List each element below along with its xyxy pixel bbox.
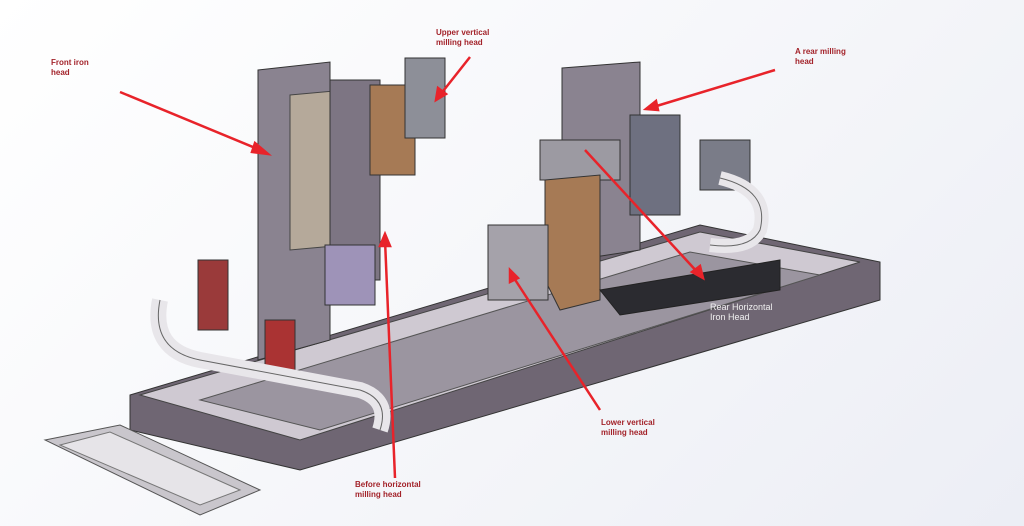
label-upper-vertical-milling-head: Upper vertical milling head xyxy=(436,28,490,47)
label-rear-horizontal-iron-head: Rear Horizontal Iron Head xyxy=(710,302,773,322)
callout-arrows xyxy=(119,56,776,479)
label-front-iron-head: Front iron head xyxy=(51,58,89,77)
label-lower-vertical-milling-head: Lower vertical milling head xyxy=(601,418,655,437)
label-rear-milling-head: A rear milling head xyxy=(795,47,846,66)
label-before-horizontal-milling-head: Before horizontal milling head xyxy=(355,480,421,499)
